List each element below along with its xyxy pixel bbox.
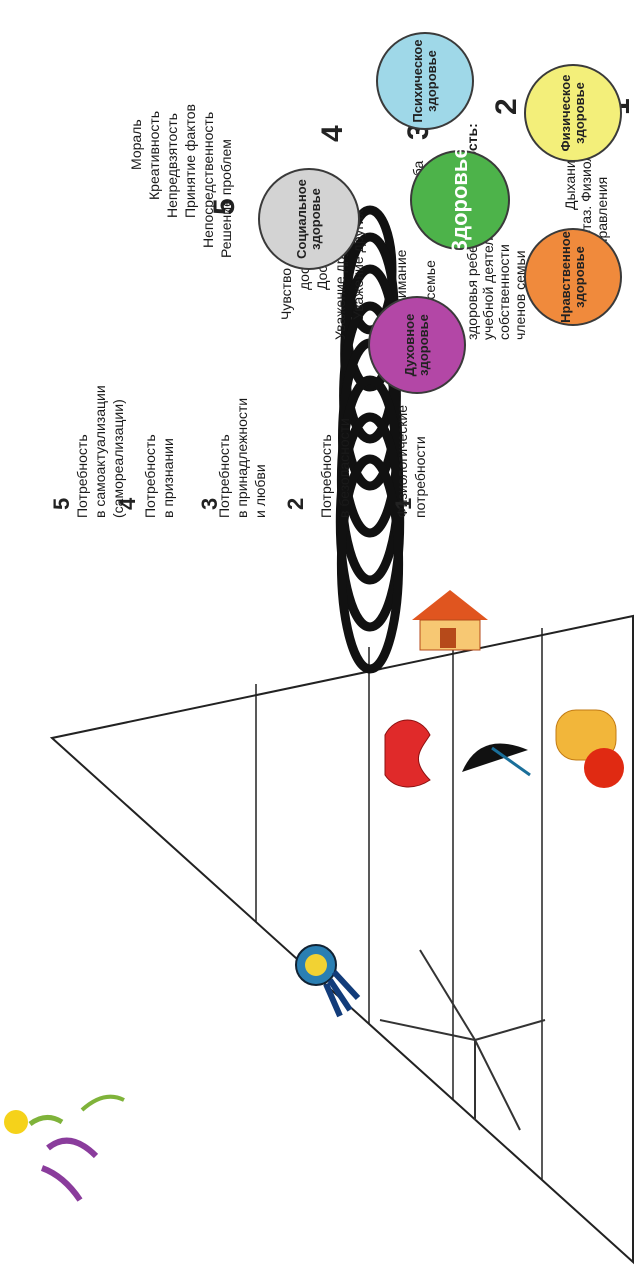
bubble-moral-line-2: здоровье — [572, 246, 587, 308]
bubble-spiritual-line-1: Духовное — [402, 313, 417, 377]
spring-label-2-line-1: Потребность — [318, 434, 334, 518]
spring-label-5-line-1: Потребность — [74, 434, 90, 518]
bubble-physical-line-2: здоровье — [572, 82, 587, 144]
bubble-moral-line-1: Нравственное — [558, 231, 573, 323]
level5-line-5: Непосредственность — [200, 111, 216, 248]
bubble-spiritual-line-2: здоровье — [416, 314, 431, 376]
spring-label-1-line-1: Физиологические — [394, 404, 410, 518]
spring-label-4-line-1: Потребность — [142, 434, 158, 518]
bubble-social-line-2: здоровье — [308, 188, 323, 250]
spring-number-2: 2 — [283, 497, 308, 510]
level5-line-1: Мораль — [128, 119, 144, 170]
spring-label-4-line-2: в признании — [160, 438, 176, 518]
spring-label-3-line-2: в принадлежности — [234, 397, 250, 518]
spring-label-2-line-2: в безопасности — [336, 418, 352, 518]
level5-line-6: Решение проблем — [218, 139, 234, 258]
bubble-health-center: Здоровье — [410, 146, 510, 254]
health-connectors — [379, 949, 546, 1131]
level2-number: 2 — [490, 98, 523, 115]
spring-label-3-line-3: и любви — [252, 464, 268, 518]
spring-number-5: 5 — [49, 497, 74, 510]
bubble-social-line-1: Социальное — [294, 179, 309, 259]
bubble-mental-line-2: здоровье — [424, 50, 439, 112]
spring-label-3-line-1: Потребность — [216, 434, 232, 518]
level5-line-3: Непредвзятость — [164, 113, 180, 218]
level5-line-2: Креативность — [146, 110, 162, 200]
spring-coil-8 — [336, 454, 404, 674]
level5-line-4: Принятие фактов — [182, 104, 198, 218]
spring-label-1-line-2: потребности — [412, 436, 428, 518]
award-ribbon-icon — [295, 944, 361, 1018]
bubble-mental-line-1: Психическое — [410, 39, 425, 123]
umbrella-icon — [462, 743, 531, 777]
spring-label-5-line-2: в самоактуализации — [92, 385, 108, 518]
house-icon — [412, 590, 488, 651]
level2-line-3: собственности — [496, 244, 512, 340]
level4-number: 4 — [316, 125, 349, 142]
spring-label-5-line-3: (самореализации) — [110, 399, 126, 518]
heart-icon — [384, 719, 431, 788]
sun-figure-icon — [4, 1094, 125, 1202]
food-icon — [555, 709, 624, 788]
bubble-physical-line-1: Физическое — [558, 74, 573, 152]
